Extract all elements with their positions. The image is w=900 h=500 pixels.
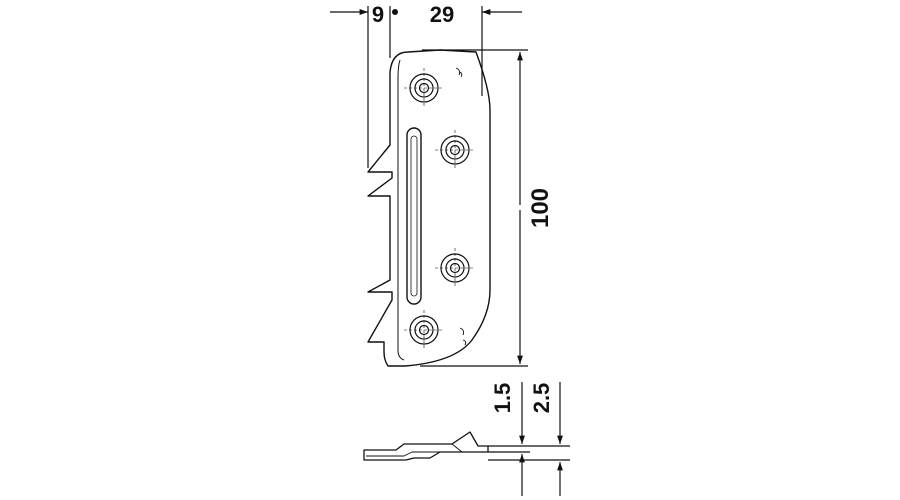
corner-mark-icon: [459, 327, 467, 346]
screw-hole-icon: [435, 130, 475, 170]
screw-hole-icon: [435, 248, 475, 288]
plate-outline: [367, 49, 491, 367]
corner-mark-icon: [455, 67, 463, 78]
vertical-slot-inner: [410, 135, 418, 297]
screw-hole-icon: [404, 310, 444, 350]
side-profile-inner: [366, 451, 460, 457]
side-profile: [363, 431, 489, 461]
vertical-slot: [406, 127, 422, 305]
dimension-thickness-large-label: 2.5: [529, 383, 554, 414]
dimension-width-label: 29: [430, 2, 454, 27]
height-dimension: [420, 49, 528, 367]
top-dimensions: [330, 6, 522, 168]
dimension-offset-label: 9: [372, 2, 384, 27]
dimension-height-label: 100: [527, 188, 554, 228]
plate-side-view: [363, 431, 489, 461]
plate-inner-edge: [397, 59, 405, 361]
screw-holes: [404, 67, 475, 350]
plate-front-view: [367, 49, 491, 367]
thickness-dimensions: [488, 382, 570, 496]
screw-hole-icon: [404, 68, 444, 108]
dimension-thickness-small-label: 1.5: [490, 383, 515, 414]
